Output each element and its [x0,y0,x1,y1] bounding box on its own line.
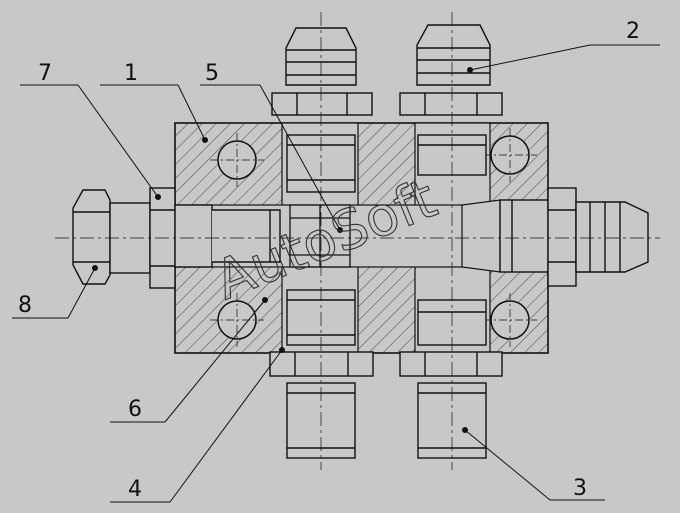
center-valve [289,204,351,268]
leader-lines [12,44,660,503]
callout-2: 2 [626,19,640,44]
callout-4: 4 [128,477,142,502]
callout-7: 7 [38,61,52,86]
callout-8: 8 [18,293,32,318]
callout-6: 6 [128,397,142,422]
fitting-right [499,187,649,287]
center-lines [55,12,660,470]
callout-1: 1 [124,61,138,86]
callout-5: 5 [205,61,219,86]
callout-3: 3 [573,476,587,501]
